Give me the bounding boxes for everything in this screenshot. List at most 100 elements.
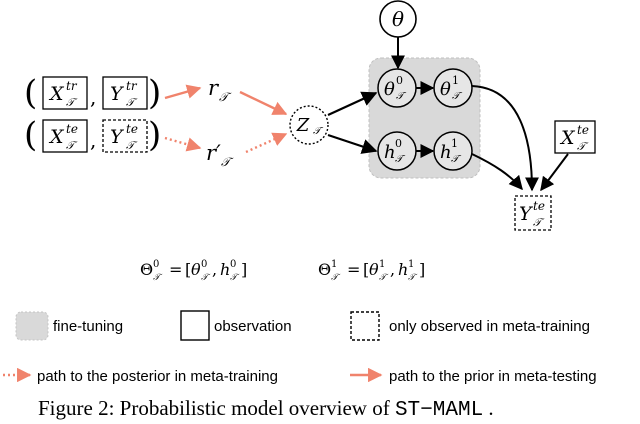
eq0-equals: = [169,260,182,279]
theta-node: θ [379,0,417,38]
theta1-base: θ [440,79,451,100]
caption-text: Figure 2: Probabilistic model overview o… [38,396,494,422]
h1-base: h [440,142,452,163]
arrow-z-to-h0 [327,133,378,154]
h0-sub: 𝒯 [395,154,406,165]
y-train-box [102,76,148,110]
theta0-base: θ [384,79,395,100]
h0-sup: 0 [395,137,402,150]
eq1-b-sub: 𝒯 [408,273,418,283]
legend-meta-training-only-label: only observed in meta-training [389,318,590,335]
eq0-b-base: h [220,260,230,279]
z-node: Z 𝒯 [289,105,329,145]
h0-node: h 0 𝒯 [377,131,417,171]
y-train-sup: tr [126,79,138,93]
legend-meta-training-only: only observed in meta-training [350,311,590,341]
eq0-a-sup: 0 [201,259,207,270]
theta0-node: θ 0 𝒯 [377,68,417,108]
eq1-lhs-base: Θ [318,260,331,279]
x-train-box [42,76,88,110]
eq0-lhs-base: Θ [140,260,153,279]
legend-prior-path: path to the prior in meta-testing [350,367,597,385]
x-test-base: X [48,126,65,148]
y-test-dashed-box [102,119,148,153]
legend-fine-tuning-label: fine-tuning [53,318,123,335]
legend-observation-swatch [180,310,210,341]
z-base: Z [296,115,310,136]
equation-theta-1: Θ 1 𝒯 = [ θ 1 𝒯 , h 1 𝒯 ] [318,259,425,283]
h1-sup: 1 [451,137,458,150]
eq1-sep: , [390,260,395,279]
legend-posterior-path-label: path to the posterior in meta-training [37,368,278,385]
y-test-output-sup: te [533,199,545,213]
r-prime-base: r′ [206,141,221,165]
theta-node-label: θ [392,7,404,31]
paren-open: ( [24,73,37,113]
y-test-sup: te [126,122,138,136]
eq0-b-sup: 0 [230,259,236,270]
legend-posterior-path: path to the posterior in meta-training [3,367,278,385]
eq1-a-sub: 𝒯 [379,273,389,283]
eq1-lhs-sub: 𝒯 [331,273,341,283]
eq1-close: ] [419,260,425,279]
eq0-lhs-sup: 0 [153,259,159,270]
legend-fine-tuning: fine-tuning [15,311,123,341]
eq1-b-sup: 1 [408,259,414,270]
r-sub: 𝒯 [219,90,232,104]
x-test-box [42,119,88,153]
h1-sub: 𝒯 [451,154,462,165]
legend-fine-tuning-swatch [15,311,49,341]
arrow-r-to-z [239,90,288,116]
y-test-output-node: Y te 𝒯 [514,195,552,231]
eq1-open: [ [363,260,369,279]
x-test-right-sup: te [577,123,589,137]
test-input-group: ( X te 𝒯 , Y te 𝒯 ) [24,115,161,155]
theta0-sub: 𝒯 [396,91,407,102]
equation-theta-0: Θ 0 𝒯 = [ θ 0 𝒯 , h 0 𝒯 ] [140,259,247,283]
y-train-base: Y [110,83,125,105]
arrow-z-to-theta0 [327,91,378,116]
train-input-group: ( X tr 𝒯 , Y tr 𝒯 ) [24,73,161,113]
theta0-sup: 0 [396,74,403,87]
theta1-sup: 1 [452,74,459,87]
caption-code: ST−MAML [395,399,483,422]
paren-open: ( [24,115,37,155]
arrow-theta1-to-y-test [471,85,539,192]
r-node: r 𝒯 [208,76,232,104]
eq1-a-base: θ [369,260,379,279]
h0-base: h [384,142,396,163]
eq0-b-sub: 𝒯 [230,273,240,283]
eq0-a-sub: 𝒯 [201,273,211,283]
z-sub: 𝒯 [313,126,324,137]
eq0-a-base: θ [191,260,201,279]
figure-caption: Figure 2: Probabilistic model overview o… [38,396,494,422]
paren-close: ) [148,73,161,113]
comma: , [90,85,96,109]
eq1-lhs-sup: 1 [331,259,337,270]
legend-prior-path-label: path to the prior in meta-testing [389,368,597,385]
arrow-posterior-path-to-r-prime [164,136,202,152]
comma: , [90,128,96,152]
eq1-b-base: h [398,260,408,279]
arrow-h1-to-y-test [471,153,523,191]
eq0-lhs-sub: 𝒯 [153,273,163,283]
paren-close: ) [148,115,161,155]
r-prime-sub: 𝒯 [221,155,234,169]
y-test-base: Y [110,126,125,148]
x-test-sup: te [66,122,78,136]
h1-node: h 1 𝒯 [433,131,473,171]
r-base: r [208,76,220,100]
arrow-prior-path-to-r [164,84,202,100]
x-test-right-base: X [559,127,576,149]
legend-dashed-swatch [350,311,380,341]
eq1-a-sup: 1 [379,259,385,270]
theta1-node: θ 1 𝒯 [433,68,473,108]
y-test-output-base: Y [519,203,534,225]
arrow-r-prime-to-z [245,132,288,154]
eq0-open: [ [185,260,191,279]
caption-lead: Figure 2: Probabilistic model overview o… [38,396,395,420]
caption-end: . [483,396,494,420]
x-test-right-node: X te 𝒯 [554,120,596,154]
x-train-base: X [48,83,65,105]
